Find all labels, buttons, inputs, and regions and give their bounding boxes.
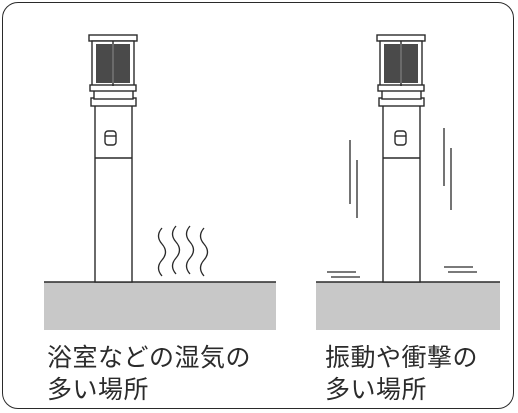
caption-vibration-line2: 多い場所 [325,375,428,404]
caption-vibration-place: 振動や衝撃の 多い場所 [325,342,478,406]
vibration-lines [327,128,477,278]
caption-humid-line1: 浴室などの湿気の [47,343,252,372]
right-panel-illustration [316,34,500,330]
left-lamp-post [88,34,138,283]
right-ground [316,282,500,330]
right-lamp-post [376,34,426,283]
steam-lines [157,225,209,277]
illustration-frame [2,2,514,409]
caption-vibration-line1: 振動や衝撃の [325,343,479,372]
caption-humid-place: 浴室などの湿気の 多い場所 [47,342,251,406]
left-ground [44,282,276,330]
caption-humid-line2: 多い場所 [47,375,150,404]
left-panel-illustration [44,34,276,330]
